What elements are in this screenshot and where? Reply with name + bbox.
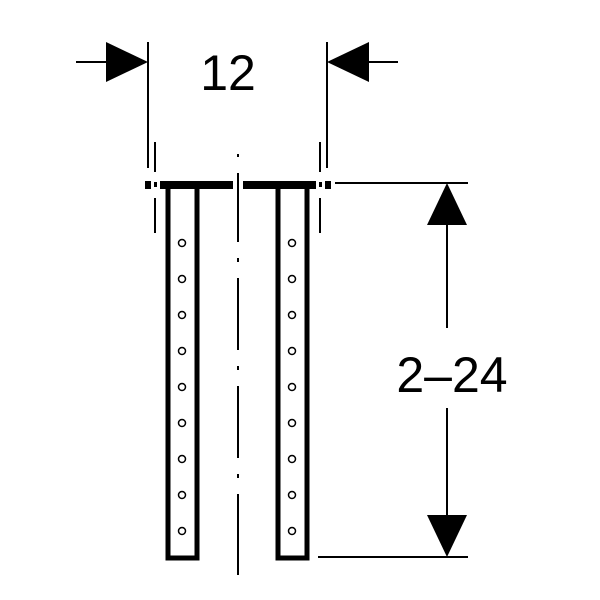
- hole: [177, 454, 187, 464]
- hole: [177, 490, 187, 500]
- break-marks: [147, 142, 328, 233]
- hole: [177, 526, 187, 536]
- width-dimension: 12: [76, 42, 398, 146]
- hole: [287, 490, 297, 500]
- hole: [287, 418, 297, 428]
- hole: [287, 346, 297, 356]
- hole: [287, 238, 297, 248]
- hole: [287, 274, 297, 284]
- hole: [287, 526, 297, 536]
- hole: [177, 238, 187, 248]
- holes: [177, 238, 297, 536]
- hole: [177, 274, 187, 284]
- right-strip: [275, 182, 310, 561]
- break-mark: [154, 182, 157, 187]
- height-label: 2–24: [396, 347, 507, 403]
- hole: [177, 310, 187, 320]
- hole: [177, 346, 187, 356]
- left-strip: [165, 182, 200, 561]
- break-mark: [145, 181, 151, 189]
- hole: [177, 382, 187, 392]
- hole: [287, 382, 297, 392]
- width-label: 12: [200, 45, 256, 101]
- height-dimension: 2–24: [318, 182, 508, 558]
- arrow-down-icon: [427, 515, 467, 557]
- hole: [287, 454, 297, 464]
- hole: [177, 418, 187, 428]
- arrow-up-icon: [427, 183, 467, 225]
- break-mark: [325, 181, 331, 189]
- break-mark: [319, 182, 322, 187]
- arrow-left-icon: [327, 42, 369, 82]
- arrow-right-icon: [106, 42, 148, 82]
- hole: [287, 310, 297, 320]
